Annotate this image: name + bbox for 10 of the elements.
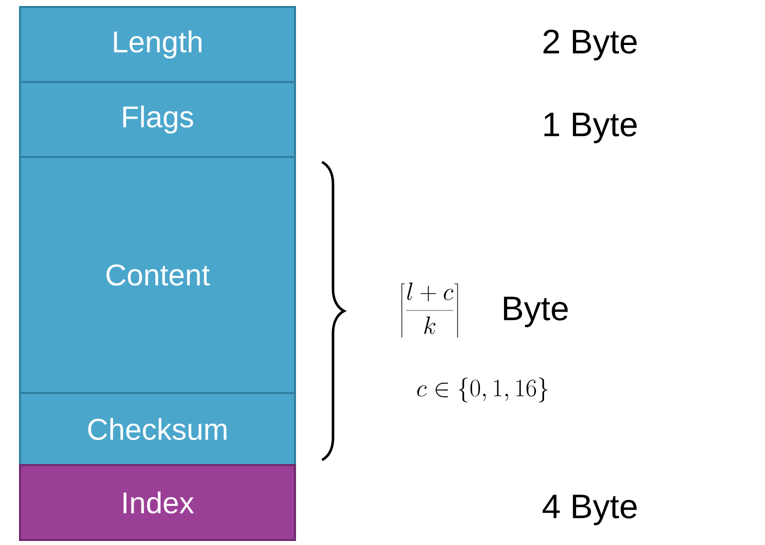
size-label: Byte <box>504 296 568 328</box>
field-box: Flags <box>19 81 296 158</box>
size-label: 1 Byte <box>544 112 637 144</box>
field-box: Index <box>19 464 296 541</box>
formula: $\left\lceil\frac{l+c}{k}\right\rceil$ <box>401 282 458 338</box>
field-box: Length <box>19 6 296 83</box>
formula: $c \in \{0,1,16\}$ <box>417 378 548 402</box>
field-box: Checksum <box>19 392 296 466</box>
size-label: 2 Byte <box>544 30 637 60</box>
size-label: 4 Byte <box>542 494 637 526</box>
